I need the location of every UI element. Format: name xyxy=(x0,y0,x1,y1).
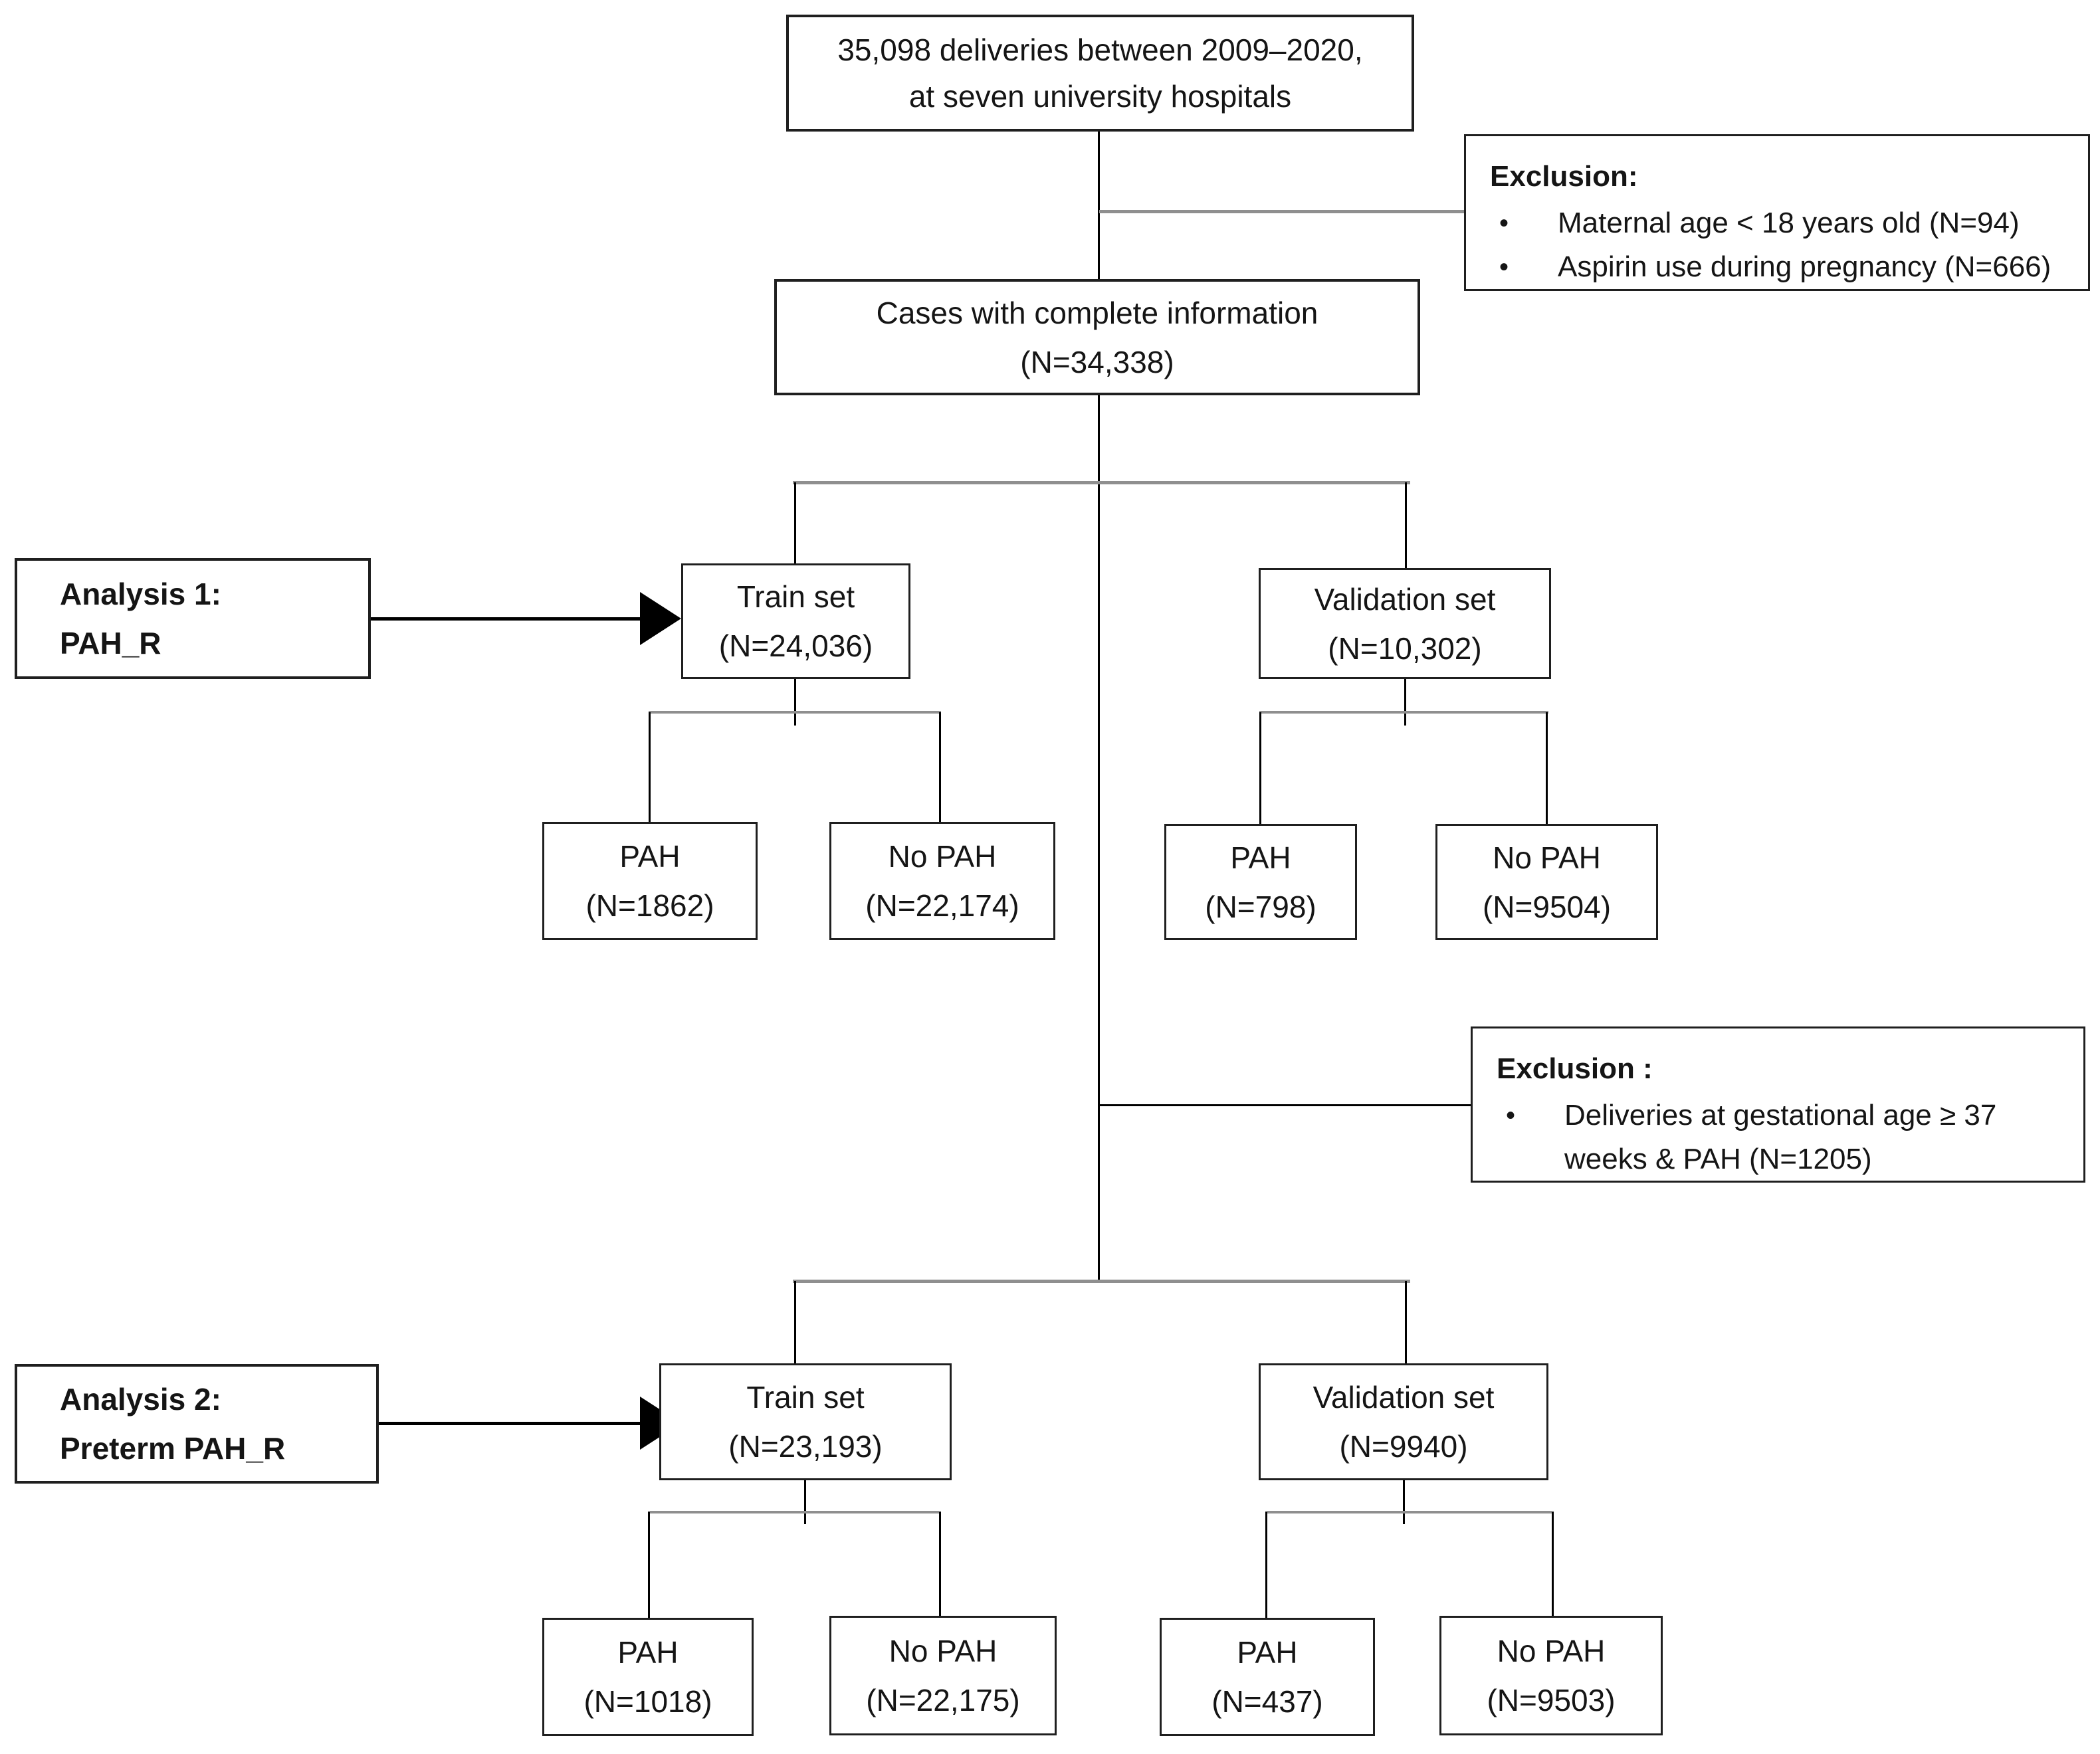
exclusion2-bullet-1-text: Deliveries at gestational age ≥ 37 weeks… xyxy=(1564,1099,1997,1175)
node-validation-set-2: Validation set (N=9940) xyxy=(1259,1363,1548,1480)
connector-top-to-cases xyxy=(1098,132,1100,280)
node-val2-nopah: No PAH (N=9503) xyxy=(1439,1616,1663,1735)
val2-pah-line1: PAH xyxy=(1237,1635,1298,1670)
exclusion1-title: Exclusion: xyxy=(1490,160,1638,193)
val1-nopah-line1: No PAH xyxy=(1493,840,1601,875)
node-train-set-1: Train set (N=24,036) xyxy=(681,563,910,679)
split2-left-drop xyxy=(794,1281,796,1365)
val2-line1: Validation set xyxy=(1312,1380,1495,1414)
node-complete-cases: Cases with complete information (N=34,33… xyxy=(774,279,1420,395)
val2-nopah-drop xyxy=(1552,1512,1554,1617)
val2-line2: (N=9940) xyxy=(1339,1429,1468,1464)
node-complete-cases-line2: (N=34,338) xyxy=(1020,344,1174,379)
train1-stub xyxy=(794,678,796,726)
train2-split-horizontal xyxy=(648,1511,941,1513)
train1-nopah-drop xyxy=(939,712,941,823)
node-train2-pah: PAH (N=1018) xyxy=(542,1618,754,1736)
val1-pah-line1: PAH xyxy=(1230,840,1291,875)
bullet-icon: • xyxy=(1499,252,1509,282)
val1-stub xyxy=(1404,678,1406,726)
train1-pah-line2: (N=1862) xyxy=(585,888,714,923)
val1-pah-drop xyxy=(1259,712,1261,825)
val1-line2: (N=10,302) xyxy=(1328,631,1482,666)
val1-nopah-line2: (N=9504) xyxy=(1482,889,1612,924)
train1-pah-drop xyxy=(649,712,651,823)
connector-to-exclusion2 xyxy=(1099,1104,1472,1106)
exclusion2-title: Exclusion : xyxy=(1497,1052,1653,1085)
analysis1-arrowhead-icon xyxy=(640,592,681,645)
val1-line1: Validation set xyxy=(1314,581,1496,617)
val2-pah-line2: (N=437) xyxy=(1211,1684,1323,1719)
exclusion1-bullet-1-text: Maternal age < 18 years old (N=94) xyxy=(1558,207,2020,239)
connector-central xyxy=(1098,395,1100,1282)
split1-right-drop xyxy=(1405,482,1407,569)
train2-line2: (N=23,193) xyxy=(728,1429,883,1464)
node-total-deliveries: 35,098 deliveries between 2009–2020, at … xyxy=(786,15,1414,132)
val2-stub xyxy=(1403,1479,1405,1524)
node-exclusion1: Exclusion: • Maternal age < 18 years old… xyxy=(1464,134,2090,291)
val2-nopah-line2: (N=9503) xyxy=(1487,1683,1616,1717)
val2-split-horizontal xyxy=(1265,1511,1554,1513)
split2-horizontal xyxy=(793,1280,1410,1283)
connector-to-exclusion1 xyxy=(1099,210,1465,213)
train2-pah-line1: PAH xyxy=(617,1635,679,1670)
val2-nopah-line1: No PAH xyxy=(1497,1634,1606,1668)
node-train1-pah: PAH (N=1862) xyxy=(542,822,758,940)
val1-nopah-drop xyxy=(1546,712,1548,825)
analysis2-line2: Preterm PAH_R xyxy=(60,1431,286,1466)
train2-nopah-line2: (N=22,175) xyxy=(866,1683,1020,1717)
exclusion1-bullet-2-text: Aspirin use during pregnancy (N=666) xyxy=(1558,250,2051,283)
analysis1-line1: Analysis 1: xyxy=(60,577,221,611)
node-train2-nopah: No PAH (N=22,175) xyxy=(829,1616,1057,1735)
node-analysis2-label: Analysis 2: Preterm PAH_R xyxy=(15,1364,379,1484)
train2-pah-line2: (N=1018) xyxy=(583,1684,712,1719)
analysis1-line2: PAH_R xyxy=(60,626,161,660)
node-train1-nopah: No PAH (N=22,174) xyxy=(829,822,1055,940)
val2-pah-drop xyxy=(1265,1512,1267,1619)
node-analysis1-label: Analysis 1: PAH_R xyxy=(15,558,371,679)
node-train-set-2: Train set (N=23,193) xyxy=(659,1363,952,1480)
split2-right-drop xyxy=(1405,1281,1407,1365)
train2-line1: Train set xyxy=(746,1380,865,1414)
analysis1-arrow-line xyxy=(371,617,643,621)
node-validation-set-1: Validation set (N=10,302) xyxy=(1259,568,1551,679)
train1-nopah-line2: (N=22,174) xyxy=(865,888,1019,923)
train2-nopah-drop xyxy=(939,1512,941,1617)
train2-stub xyxy=(804,1479,806,1524)
node-val2-pah: PAH (N=437) xyxy=(1160,1618,1375,1736)
analysis2-line1: Analysis 2: xyxy=(60,1382,221,1416)
train1-nopah-line1: No PAH xyxy=(888,839,997,874)
analysis2-arrow-line xyxy=(379,1422,643,1425)
node-total-deliveries-line2: at seven university hospitals xyxy=(908,79,1292,114)
node-complete-cases-line1: Cases with complete information xyxy=(876,295,1318,330)
node-val1-pah: PAH (N=798) xyxy=(1164,824,1357,940)
split1-horizontal xyxy=(793,481,1410,484)
node-val1-nopah: No PAH (N=9504) xyxy=(1435,824,1658,940)
exclusion1-bullet-2: • Aspirin use during pregnancy (N=666) xyxy=(1490,245,2075,289)
exclusion2-bullet-1: • Deliveries at gestational age ≥ 37 wee… xyxy=(1497,1094,2070,1181)
bullet-icon: • xyxy=(1506,1101,1516,1130)
node-total-deliveries-line1: 35,098 deliveries between 2009–2020, xyxy=(837,33,1363,67)
exclusion1-bullet-1: • Maternal age < 18 years old (N=94) xyxy=(1490,201,2075,245)
train1-line2: (N=24,036) xyxy=(718,629,873,663)
node-exclusion2: Exclusion : • Deliveries at gestational … xyxy=(1471,1026,2085,1183)
val1-pah-line2: (N=798) xyxy=(1205,889,1316,924)
train1-pah-line1: PAH xyxy=(619,839,681,874)
train2-nopah-line1: No PAH xyxy=(889,1634,998,1668)
train2-pah-drop xyxy=(648,1512,650,1619)
train1-split-horizontal xyxy=(649,711,941,714)
bullet-icon: • xyxy=(1499,209,1509,238)
val1-split-horizontal xyxy=(1259,711,1548,714)
split1-left-drop xyxy=(794,482,796,565)
train1-line1: Train set xyxy=(736,579,855,614)
